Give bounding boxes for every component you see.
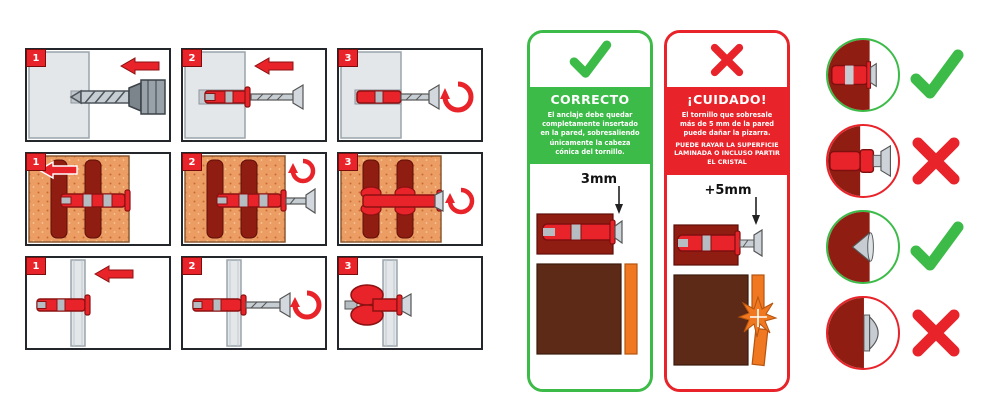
protruding-screw <box>739 229 763 258</box>
drill-bit <box>69 79 166 115</box>
caution-card-illustration: +5mm <box>667 175 787 389</box>
step-number-badge: 2 <box>182 153 202 171</box>
step-number-badge: 1 <box>26 49 46 67</box>
caution-card-body: El tornillo que sobresale más de 5 mm de… <box>679 111 775 138</box>
screw <box>285 187 316 215</box>
step-number-badge: 3 <box>338 153 358 171</box>
correct-card-body: El anclaje debe quedar completamente ins… <box>540 111 640 156</box>
step-panel-brick-2: 2 <box>181 152 327 246</box>
cross-icon <box>908 305 964 361</box>
step-panel-brick-3: 3 <box>337 152 483 246</box>
screw <box>250 83 304 111</box>
screw-head <box>614 219 623 245</box>
wall-plug <box>542 219 616 245</box>
illustration-drilling-solid-wall <box>28 51 166 139</box>
screw-head-flush <box>434 190 444 212</box>
result-circle-flush-anchor <box>826 38 900 112</box>
wall-plug <box>36 294 91 316</box>
cross-icon <box>710 43 744 77</box>
caution-card: ¡CUIDADO! El tornillo que sobresale más … <box>664 30 790 392</box>
step-panel-board-3: 3 <box>337 256 483 350</box>
rotate-clockwise-arrow-icon <box>290 290 322 320</box>
caution-card-body-caps: PUEDE RAYAR LA SUPERFICIE LAMINADA O INC… <box>674 141 780 167</box>
wall-plug-knotted <box>344 284 403 326</box>
rotate-clockwise-arrow-icon <box>445 187 475 215</box>
result-row-3 <box>826 210 964 284</box>
push-left-arrow-icon <box>119 57 160 75</box>
cross-icon <box>908 133 964 189</box>
screw <box>245 291 291 319</box>
wall-plug <box>216 189 287 212</box>
illustration-anchor-expanded-brick <box>340 155 475 243</box>
check-icon <box>908 219 964 275</box>
rotate-clockwise-arrow-icon <box>288 158 316 184</box>
step-panel-board-1: 1 <box>25 256 171 350</box>
illustration-screw-anchor-brick <box>184 155 316 243</box>
push-left-arrow-icon <box>93 265 134 283</box>
step-number-badge: 1 <box>26 153 46 171</box>
step-number-badge: 2 <box>182 49 202 67</box>
illustration-screw-anchor-plasterboard <box>192 259 322 347</box>
illustration-insert-anchor-solid-wall <box>184 51 304 139</box>
step-number-badge: 3 <box>338 257 358 275</box>
step-number-badge: 2 <box>182 257 202 275</box>
step-number-badge: 3 <box>338 49 358 67</box>
illustration-anchor-knotted-plasterboard <box>344 259 412 347</box>
correct-card: CORRECTO El anclaje debe quedar completa… <box>527 30 653 392</box>
result-row-4 <box>826 296 964 370</box>
mounted-board <box>673 274 749 366</box>
correct-card-illustration: 3mm <box>530 164 650 389</box>
step-panel-brick-1: 1 <box>25 152 171 246</box>
push-left-arrow-icon <box>37 160 78 180</box>
wall-plug <box>204 86 251 108</box>
caution-card-title: ¡CUIDADO! <box>686 92 768 107</box>
check-icon <box>908 47 964 103</box>
step-panel-solid-3: 3 <box>337 48 483 142</box>
frame-strip-broken-bottom <box>751 327 769 367</box>
screw-head-flush <box>401 292 412 318</box>
result-circle-protruding-anchor <box>826 124 900 198</box>
mounted-board <box>536 263 622 355</box>
correct-card-band: CORRECTO El anclaje debe quedar completa… <box>530 87 650 165</box>
wall-plug <box>60 189 131 212</box>
correct-card-title: CORRECTO <box>550 92 630 107</box>
screw <box>400 83 440 111</box>
result-row-1 <box>826 38 964 112</box>
check-icon <box>569 40 612 78</box>
measurement-label: +5mm <box>704 183 751 198</box>
caution-card-band: ¡CUIDADO! El tornillo que sobresale más … <box>667 87 787 176</box>
wall-plug <box>356 90 402 104</box>
result-row-2 <box>826 124 964 198</box>
push-left-arrow-icon <box>253 57 294 75</box>
step-number-badge: 1 <box>26 257 46 275</box>
illustration-insert-anchor-plasterboard <box>36 259 134 347</box>
step-panel-board-2: 2 <box>181 256 327 350</box>
illustration-insert-anchor-brick <box>28 155 131 243</box>
step-panel-solid-1: 1 <box>25 48 171 142</box>
illustration-screw-in-solid-wall <box>340 51 474 139</box>
wall-plug <box>677 230 741 256</box>
result-circle-flush-head <box>826 210 900 284</box>
result-circle-protruding-head <box>826 296 900 370</box>
measurement-label: 3mm <box>581 172 617 187</box>
frame-strip <box>624 263 638 355</box>
rotate-clockwise-arrow-icon <box>440 81 474 113</box>
step-panel-solid-2: 2 <box>181 48 327 142</box>
